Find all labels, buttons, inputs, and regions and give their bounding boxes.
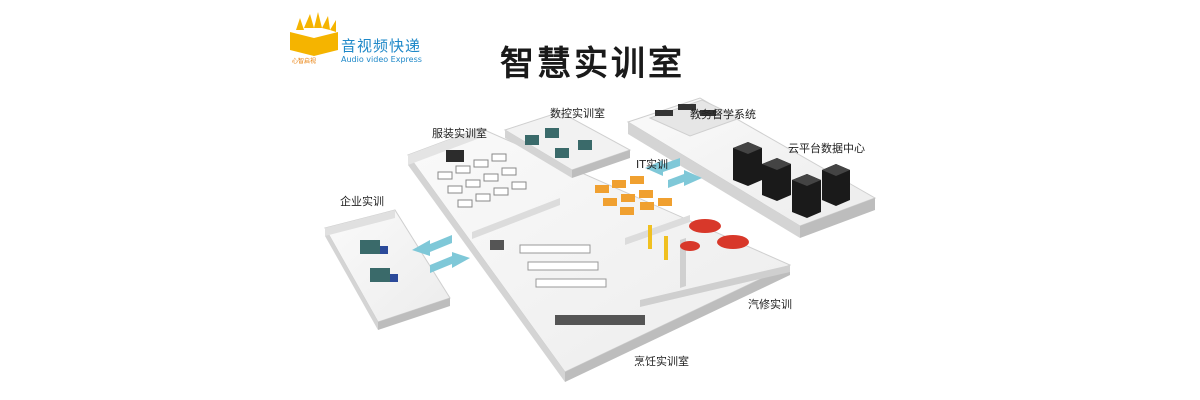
cnc-machine-icon [578, 140, 592, 150]
enterprise-room [324, 209, 451, 330]
arrow-icon [668, 170, 702, 188]
workstation-icon [370, 268, 390, 282]
brand-logo: 音视频快递 Audio video Express 心智启视 [289, 12, 429, 68]
page-title: 智慧实训室 [500, 44, 685, 84]
server-racks [733, 142, 850, 218]
arrow-icon [412, 235, 452, 256]
cnc-machine-icon [525, 135, 539, 145]
room-label-cloud: 云平台数据中心 [788, 142, 865, 155]
logo-subtitle: Audio video Express [341, 55, 422, 64]
garment-desks [437, 150, 527, 208]
flow-arrows [412, 158, 702, 273]
room-label-garment: 服装实训室 [432, 127, 487, 140]
room-label-cooking: 烹饪实训室 [634, 355, 689, 368]
room-label-academic: 教务督学系统 [690, 108, 756, 121]
arrow-icon [645, 158, 680, 176]
monitor-icon [655, 110, 673, 116]
car-icon [689, 219, 721, 233]
car-lift-icon [648, 225, 652, 249]
room-label-enterprise: 企业实训 [340, 195, 384, 208]
monitor-icon [700, 110, 716, 116]
logo-tagline: 心智启视 [292, 58, 317, 65]
room-label-cnc: 数控实训室 [550, 107, 605, 120]
cnc-machine-icon [545, 128, 559, 138]
tv-icon [446, 150, 464, 162]
cnc-room [503, 111, 632, 178]
book-logo-icon [290, 12, 338, 56]
room-label-it: IT实训 [636, 158, 668, 171]
cooking-counters [490, 240, 645, 325]
arrow-icon [430, 252, 470, 273]
workstation-icon [360, 240, 380, 254]
logo-name: 音视频快递 [341, 37, 422, 55]
monitor-icon [678, 104, 696, 110]
car-icon [717, 235, 749, 249]
it-desks [595, 176, 672, 215]
auto-repair [648, 219, 749, 260]
room-label-auto: 汽修实训 [748, 298, 792, 311]
cnc-machine-icon [555, 148, 569, 158]
